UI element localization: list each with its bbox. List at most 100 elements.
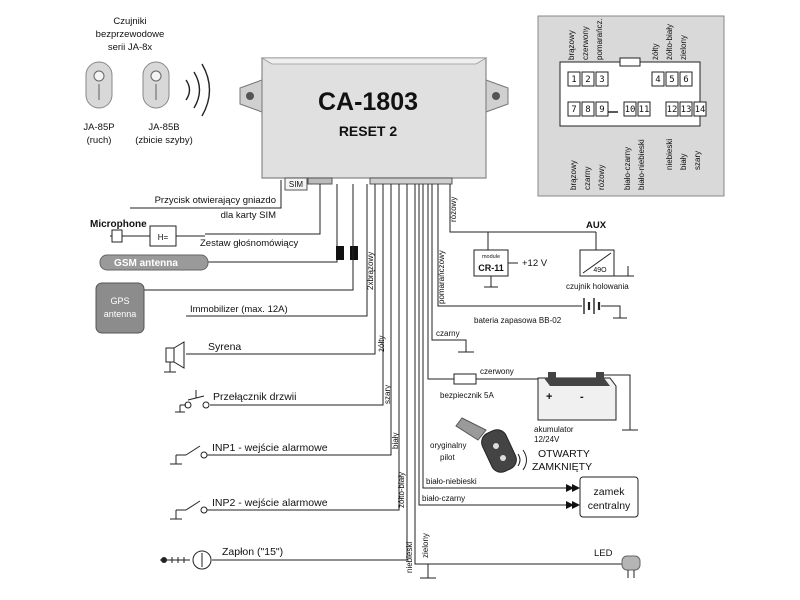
door-switch-wire xyxy=(210,184,384,406)
fuse-label: bezpiecznik 5A xyxy=(440,391,494,400)
ignition-wire xyxy=(212,184,408,561)
pin-top-0-number: 1 xyxy=(571,75,576,85)
pin-label-bottom-right-1: biały xyxy=(679,154,688,170)
led-label: LED xyxy=(594,548,613,559)
pin-bottom-0 xyxy=(567,101,581,117)
aux-title: AUX xyxy=(586,220,607,231)
led-wire xyxy=(414,184,622,565)
pin-label-top-2: pomarańcz. xyxy=(595,18,604,60)
gsm-antenna-label: GSM antenna xyxy=(114,258,178,269)
wire-label-bialy: biały xyxy=(391,433,400,449)
pin-top-1 xyxy=(581,71,595,87)
fuse-icon xyxy=(453,373,477,385)
accumulator-label-2: 12/24V xyxy=(534,435,560,444)
pin-bottom-7-number: 13 xyxy=(681,105,692,115)
central-lock-box xyxy=(579,476,639,518)
immobilizer-label: Immobilizer (max. 12A) xyxy=(190,304,288,315)
sim-button-label-2: dla karty SIM xyxy=(221,210,277,221)
battery-plus: + xyxy=(546,391,552,403)
remote-section: oryginalny pilot OTWARTY ZAMKNIĘTY xyxy=(430,417,592,473)
sensors-title-line-2: bezprzewodowe xyxy=(96,29,165,40)
wire-label-niebieski: niebieski xyxy=(405,542,414,573)
pin-bottom-4 xyxy=(623,101,637,117)
pin-bottom-2-number: 9 xyxy=(599,105,604,115)
wire-label-2xbrazowy: 2xbrązowy xyxy=(366,252,375,290)
inp1-label: INP1 - wejście alarmowe xyxy=(212,442,328,454)
pin-top-6 xyxy=(665,71,679,87)
remote-open: OTWARTY xyxy=(538,448,590,460)
wire-connector xyxy=(369,177,453,185)
handsfree-label: Zestaw głośnomówiący xyxy=(200,238,298,249)
connector-latch xyxy=(619,57,641,67)
wire-label-rozowy: różowy xyxy=(449,197,458,222)
wire-label-czerwony: czerwony xyxy=(480,367,514,376)
pin-bottom-1 xyxy=(581,101,595,117)
plus-12v-label: +12 V xyxy=(522,258,548,269)
gsm-connector-2 xyxy=(350,246,358,260)
unit-model: CA-1803 xyxy=(318,88,418,116)
backup-battery-label: bateria zapasowa BB-02 xyxy=(474,316,562,325)
pin-bottom-4-number: 10 xyxy=(625,105,636,115)
led-icon xyxy=(621,555,641,578)
gsm-antenna-icon xyxy=(99,254,209,271)
pin-bottom-5-number: 11 xyxy=(639,105,650,115)
unit-subtitle: RESET 2 xyxy=(339,123,398,139)
pin-bottom-8 xyxy=(693,101,707,117)
pin-label-bottom-left-2: różowy xyxy=(597,165,606,190)
wire-label-pomaranczowy: pomarańczowy xyxy=(437,250,446,304)
remote-label-2: pilot xyxy=(440,453,455,462)
remote-closed: ZAMKNIĘTY xyxy=(532,461,592,473)
pin-label-top-right-2: zielony xyxy=(679,35,688,60)
cr11-module-top: module xyxy=(482,254,500,260)
pin-label-bottom-mid-1: biało-niebieski xyxy=(637,139,646,190)
ja85b-desc: (zbicie szyby) xyxy=(135,135,193,146)
ground-wire xyxy=(431,184,467,352)
tilt-sensor-code: 49O xyxy=(593,267,607,274)
inp1-switch-icon xyxy=(170,445,208,465)
power-section: bateria zapasowa BB-02 bezpiecznik 5A + … xyxy=(440,298,638,444)
ja85p-sensor-icon xyxy=(85,61,113,109)
pin-top-5-number: 4 xyxy=(655,75,660,85)
gps-antenna-icon xyxy=(95,282,145,334)
cr11-module-name: CR-11 xyxy=(478,263,504,273)
wiring: Przycisk otwierający gniazdo dla karty S… xyxy=(90,180,641,579)
siren-wire xyxy=(186,184,376,355)
main-unit: CA-1803 RESET 2 SIM xyxy=(239,57,509,191)
gsm-connector-1 xyxy=(336,246,344,260)
door-switch-label: Przełącznik drzwii xyxy=(213,391,296,403)
remote-label-1: oryginalny xyxy=(430,441,466,450)
wire-label-zielony: zielony xyxy=(421,533,430,558)
battery-minus: - xyxy=(580,391,584,403)
pin-bottom-1-number: 8 xyxy=(585,105,590,115)
pin-label-top-0: brązowy xyxy=(567,30,576,60)
wire-label-bialo-niebieski: biało-niebieski xyxy=(426,477,477,486)
ja85b-sensor-icon xyxy=(142,61,170,109)
sim-button-leader xyxy=(130,180,282,209)
remote-signal-icon xyxy=(517,449,527,471)
pin-top-5 xyxy=(651,71,665,87)
wire-label-zolto-bialy: żółto-biały xyxy=(397,472,406,508)
central-lock-wire-2 xyxy=(418,184,570,506)
pin-bottom-2 xyxy=(595,101,609,117)
wire-label-bialo-czarny: biało-czarny xyxy=(422,494,465,503)
pin-bottom-6-number: 12 xyxy=(667,105,678,115)
aux-wire xyxy=(449,184,596,233)
microphone-icon xyxy=(110,229,123,243)
pin-top-6-number: 5 xyxy=(669,75,674,85)
tilt-sensor-label: czujnik holowania xyxy=(566,282,629,291)
remote-key-icon xyxy=(455,417,517,473)
gps-antenna-label-1: GPS xyxy=(110,296,129,306)
ja85p-desc: (ruch) xyxy=(87,135,112,146)
pin-top-0 xyxy=(567,71,581,87)
sim-button xyxy=(307,177,333,185)
accumulator-icon xyxy=(537,372,638,431)
siren-label: Syrena xyxy=(208,341,241,353)
sensors-title-line-1: Czujniki xyxy=(113,16,146,27)
central-lock-label-2: centralny xyxy=(588,500,631,512)
h-box-label: H= xyxy=(158,233,169,242)
gsm-antenna-wire xyxy=(208,184,338,263)
central-lock-wire-1 xyxy=(422,184,570,489)
sim-label: SIM xyxy=(289,180,304,189)
